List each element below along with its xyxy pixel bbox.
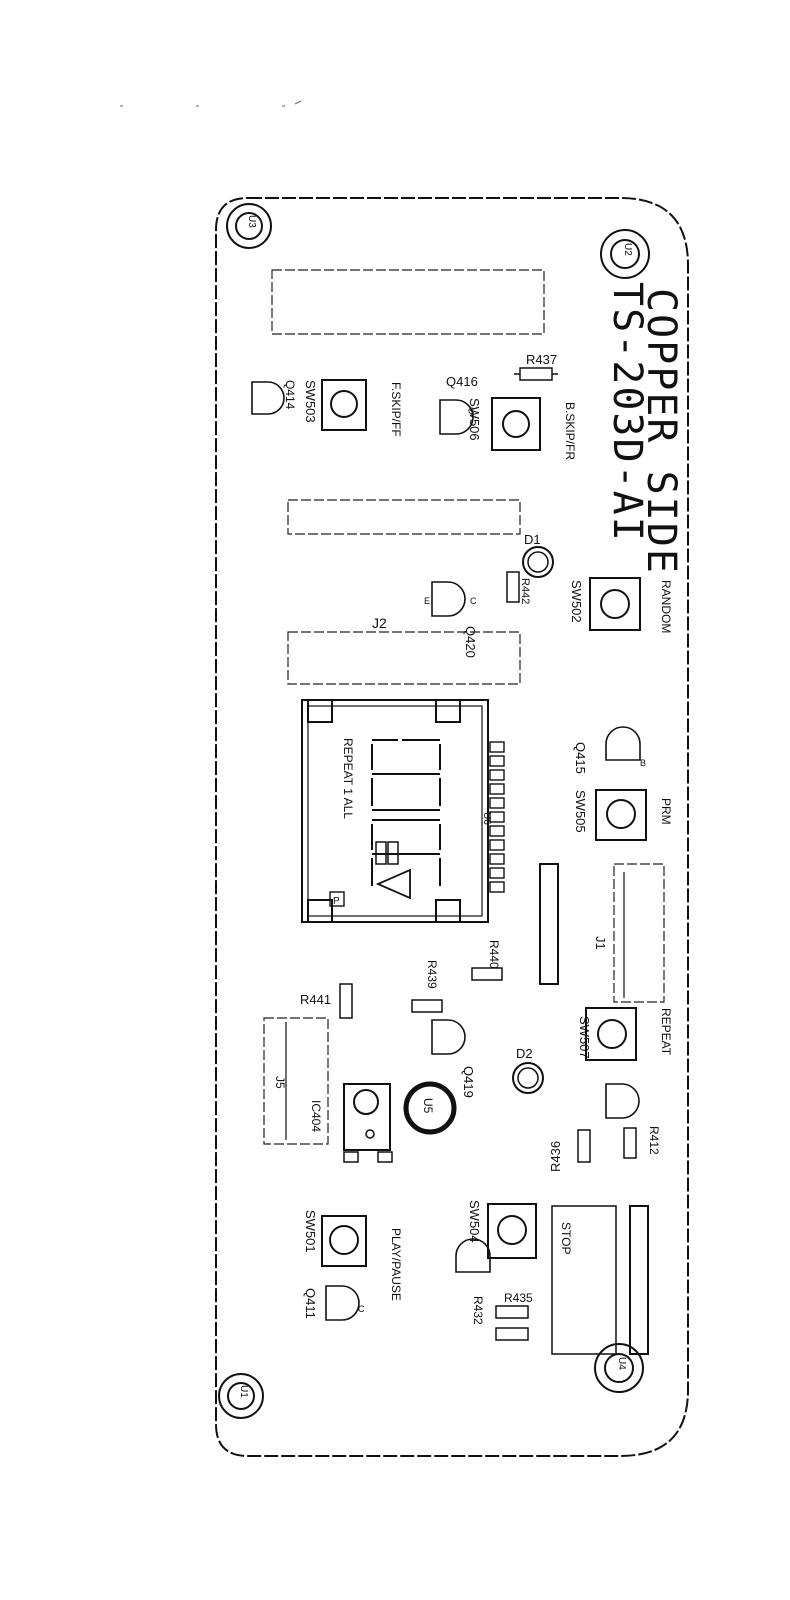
function-fskip-label: F.SKIP/FF <box>389 382 403 437</box>
mount-hole-u3-label: U3 <box>246 215 257 228</box>
switch-sw506: SW506 B.SKIP/FR <box>467 397 577 460</box>
resistor-r435-label: R435 <box>504 1291 533 1305</box>
mount-hole-u1-label: U1 <box>238 1385 249 1398</box>
ic-u6-label: U6 <box>481 812 492 825</box>
display-p-indicator: P <box>333 896 340 907</box>
transistor-q416: Q416 <box>439 374 478 435</box>
q415-pin-b: B <box>640 758 646 768</box>
diode-d1-label: D1 <box>524 532 541 547</box>
function-stop-label: STOP <box>559 1222 573 1254</box>
diode-d2: D2 <box>512 1046 544 1094</box>
stop-area: STOP <box>551 1205 617 1355</box>
transistor-q419-label: Q419 <box>461 1066 476 1098</box>
mount-hole-u2-label: U2 <box>622 243 633 256</box>
switch-sw505-label: SW505 <box>573 790 588 833</box>
transistor-q411-label: Q411 <box>303 1288 318 1319</box>
connector-j5: J5 IC404 <box>263 1017 329 1145</box>
resistor-r432-label: R432 <box>471 1296 485 1325</box>
connector-j2: J2 <box>287 615 521 685</box>
connector-j1: J1 <box>593 863 665 1003</box>
resistor-r439-label: R439 <box>425 960 439 989</box>
transistor-q411: Q411 <box>303 1285 360 1321</box>
mount-hole-u3: U3 <box>226 203 272 249</box>
transistor-q419: Q419 <box>431 1019 476 1098</box>
ic-u5: U5 <box>403 1081 457 1135</box>
display-repeat-label: REPEAT 1 ALL <box>341 738 355 819</box>
resistor-r442-label: R442 <box>519 578 531 604</box>
transistor-q417 <box>605 1083 640 1119</box>
connector-j2-label: J2 <box>372 615 387 631</box>
resistor-r436-label: R436 <box>548 1141 563 1172</box>
switch-sw502-label: SW502 <box>569 580 584 623</box>
connector-j5-label: J5 <box>273 1076 287 1089</box>
mount-hole-u4-label: U4 <box>616 1357 627 1370</box>
switch-sw507-label: SW507 <box>577 1016 592 1059</box>
switch-sw507: SW507 REPEAT <box>577 1007 673 1061</box>
switch-sw502: SW502 RANDOM <box>569 577 673 633</box>
placement-area-mid <box>287 499 521 535</box>
function-bskip-label: B.SKIP/FR <box>563 402 577 460</box>
switch-sw501-label: SW501 <box>303 1210 318 1253</box>
scan-specks <box>120 100 302 107</box>
transistor-q414-label: Q414 <box>283 380 297 410</box>
resistor-r412-label: R412 <box>647 1126 661 1155</box>
transistor-q415: Q415 <box>573 726 641 774</box>
mount-hole-u1: U1 <box>218 1373 264 1419</box>
switch-sw503: SW503 F.SKIP/FF <box>303 379 403 437</box>
resistor-r432: R432 <box>471 1296 529 1325</box>
function-repeat-label: REPEAT <box>659 1008 673 1056</box>
transistor-q414: Q414 <box>251 380 297 415</box>
q420-pin-e: E <box>424 596 430 606</box>
ic-u5-label: U5 <box>421 1098 435 1114</box>
q416-pin-c: C <box>468 406 475 416</box>
function-prm-label: PRM <box>659 798 673 825</box>
transistor-q420-label: Q420 <box>463 626 478 658</box>
connector-j1-label: J1 <box>593 936 608 950</box>
bar-strip <box>539 863 559 985</box>
diode-d1: D1 <box>522 532 554 578</box>
resistor-r442: R442 <box>506 571 531 604</box>
resistor-r439: R439 <box>411 960 443 1013</box>
resistor-r436: R436 <box>548 1129 591 1172</box>
placement-area-top <box>271 269 545 335</box>
q420-pin-c: C <box>470 596 477 606</box>
switch-sw504-label: SW504 <box>467 1200 482 1243</box>
regulator-block <box>343 1083 393 1163</box>
transistor-q416-label: Q416 <box>446 374 478 389</box>
mount-hole-u4: U4 <box>594 1343 644 1393</box>
resistor-r437: R437 <box>514 352 558 381</box>
ic-ic404-label: IC404 <box>309 1100 323 1132</box>
board-outline <box>215 197 689 1457</box>
switch-sw501: SW501 PLAY/PAUSE <box>303 1210 403 1301</box>
switch-sw503-label: SW503 <box>303 380 318 423</box>
led-display-module: REPEAT 1 ALL P U6 <box>301 699 505 923</box>
resistor-r437-label: R437 <box>526 352 557 367</box>
resistor-r440-label: R440 <box>487 940 501 969</box>
function-play-pause-label: PLAY/PAUSE <box>389 1228 403 1301</box>
transistor-q420: E C Q420 <box>424 581 478 658</box>
switch-sw506-label: SW506 <box>467 398 482 441</box>
transistor-near-sw504 <box>455 1238 491 1273</box>
function-random-label: RANDOM <box>659 580 673 633</box>
diode-d2-label: D2 <box>516 1046 533 1061</box>
q411-pin-c: C <box>358 1304 365 1314</box>
resistor-r441: R441 <box>300 983 353 1019</box>
board-side-label: COPPER SIDE <box>638 288 684 575</box>
resistor-r412: R412 <box>623 1126 661 1159</box>
mount-hole-u2: U2 <box>600 229 650 279</box>
switch-sw505: SW505 PRM <box>573 789 673 841</box>
board-part-number: TS-203D-AI <box>604 282 650 543</box>
resistor-r440: R440 <box>471 940 503 981</box>
side-strip <box>629 1205 649 1355</box>
resistor-r435: R435 <box>495 1291 533 1341</box>
transistor-q415-label: Q415 <box>573 742 588 774</box>
switch-sw504: SW504 <box>467 1200 537 1259</box>
resistor-r441-label: R441 <box>300 992 331 1007</box>
